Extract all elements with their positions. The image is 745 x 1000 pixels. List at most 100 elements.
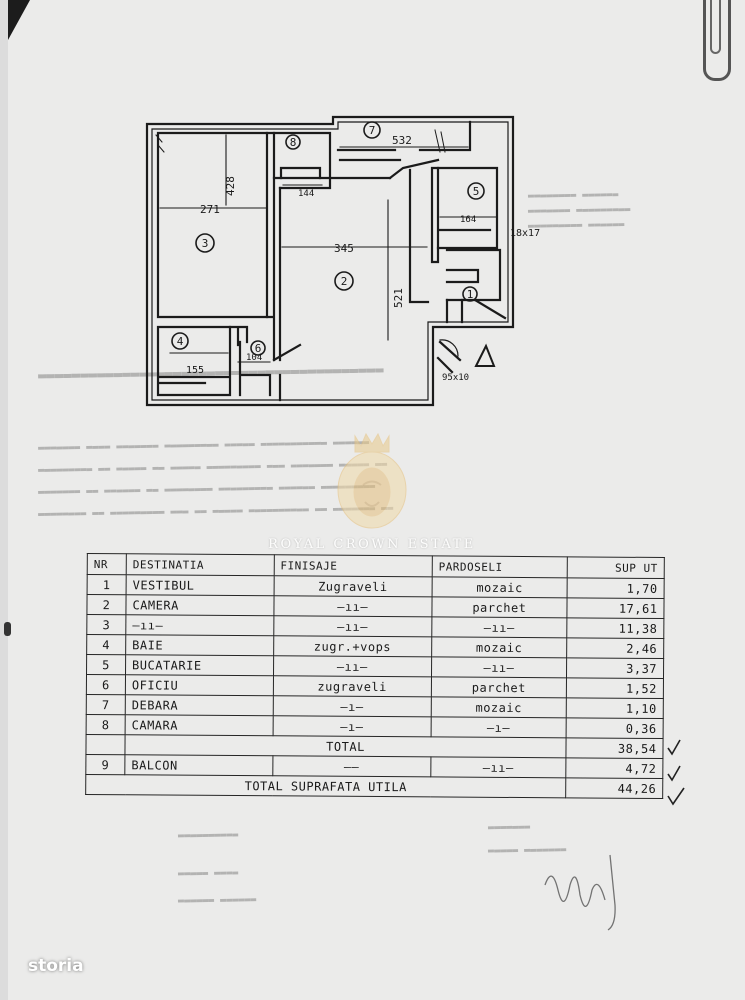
dim-room3-width: 271 (200, 203, 220, 216)
paper-clip (703, 0, 731, 81)
signature (544, 854, 616, 931)
cell-pardoseli: —ıı— (431, 616, 567, 638)
paper-clip-inner (710, 0, 721, 54)
room-number-3: 3 (202, 237, 209, 250)
cell-nr: 9 (85, 754, 125, 775)
cell-nr: 4 (86, 634, 126, 655)
room-number-6: 6 (255, 342, 262, 355)
bleed-through-text: ▬▬▬▬▬ ▬▬▬▬ (177, 867, 239, 880)
room-marker-1 (462, 286, 478, 302)
total-value: 38,54 (565, 737, 664, 759)
storia-logo: storia (28, 956, 84, 976)
check-marks (667, 739, 685, 806)
cell-sup: 2,46 (566, 637, 664, 659)
room-marker-3 (195, 233, 215, 253)
room-number-5: 5 (473, 185, 480, 198)
cell-destinatia: BAIE (125, 634, 274, 656)
bleed-through-text: ▬▬▬▬▬▬ ▬▬▬▬▬▬ (177, 894, 257, 907)
bleed-through-text: ▬▬▬▬▬▬▬ (487, 821, 531, 834)
surface-table: NR DESTINATIA FINISAJE PARDOSELI SUP UT … (85, 553, 665, 799)
room-marker-4 (171, 332, 189, 350)
room-marker-7 (363, 121, 381, 139)
table-total-util-row: TOTAL SUPRAFATA UTILA 44,26 (85, 774, 663, 799)
cell-nr: 5 (86, 654, 126, 675)
cell-sup: 11,38 (566, 617, 664, 639)
room-number-1: 1 (467, 288, 474, 301)
cell-pardoseli: parchet (431, 596, 568, 618)
col-header-sup: SUP UT (567, 556, 665, 579)
dim-room5-width: 164 (460, 215, 476, 225)
check-icon (667, 787, 685, 806)
cell-finisaje: Zugraveli (273, 575, 433, 597)
cell-sup: 17,61 (566, 597, 665, 619)
watermark-lion-logo (337, 432, 407, 529)
dim-room4-width: 155 (186, 365, 204, 376)
cell-finisaje: —ı— (272, 715, 432, 737)
dim-room2-height: 521 (392, 288, 405, 308)
bleed-through-text: ▬▬▬▬▬▬▬ ▬▬ ▬▬▬▬▬▬ ▬▬ ▬▬▬▬▬▬▬▬ ▬▬▬▬▬▬▬▬▬ … (37, 481, 376, 498)
dim-room6-width: 104 (246, 353, 262, 363)
cell-pardoseli: parchet (431, 676, 567, 698)
cell-pardoseli: —ı— (430, 716, 567, 738)
cell-finisaje: —ı— (272, 695, 432, 717)
room-marker-8 (285, 134, 301, 150)
cell-pardoseli: —ıı— (431, 656, 567, 678)
col-header-nr: NR (87, 553, 127, 575)
cell-sup: 1,70 (567, 577, 665, 599)
floor-plan: 3 2 7 8 5 1 4 6 271 428 345 521 532 144 … (145, 115, 540, 407)
cell-finisaje: —— (272, 755, 431, 777)
bleed-through-text: ▬▬▬▬▬▬▬▬▬▬ (177, 829, 239, 842)
check-icon (667, 739, 681, 756)
cell-nr: 2 (86, 594, 127, 615)
cell-finisaje: zugr.+vops (273, 635, 432, 657)
cell-pardoseli: —ıı— (430, 756, 566, 778)
cell-destinatia: BALCON (124, 754, 273, 776)
room-marker-6 (250, 340, 266, 356)
dim-room3-height: 428 (224, 176, 237, 196)
cell-sup: 3,37 (566, 657, 664, 679)
bleed-through-text: ▬▬▬▬▬▬▬ ▬▬▬▬ ▬▬▬▬▬▬▬ ▬▬▬▬▬▬▬▬▬ ▬▬▬▬▬ ▬▬▬… (37, 437, 370, 454)
total-util-value: 44,26 (565, 777, 663, 799)
col-header-finisaje: FINISAJE (273, 554, 433, 577)
room-number-4: 4 (177, 335, 184, 348)
cell-finisaje: —ıı— (273, 595, 432, 617)
total-util-label: TOTAL SUPRAFATA UTILA (85, 774, 566, 798)
room-number-7: 7 (369, 124, 376, 137)
cell-finisaje: —ıı— (273, 615, 432, 637)
cell-nr: 3 (86, 614, 126, 635)
dim-room7-width: 532 (392, 134, 412, 147)
cell-nr: 7 (86, 694, 126, 715)
cell-destinatia: VESTIBUL (126, 574, 274, 596)
cell-pardoseli: mozaic (431, 576, 568, 598)
cell-destinatia: BUCATARIE (125, 654, 274, 676)
cell-pardoseli: mozaic (431, 696, 567, 718)
col-header-destinatia: DESTINATIA (126, 553, 274, 576)
page-corner (8, 0, 30, 40)
cell-destinatia: DEBARA (125, 694, 273, 716)
room-number-2: 2 (341, 275, 348, 288)
cell-finisaje: —ıı— (273, 655, 432, 677)
cell-sup: 0,36 (566, 717, 664, 739)
punch-hole (4, 622, 11, 636)
room-marker-2 (334, 271, 354, 291)
room-marker-5 (467, 182, 485, 200)
dim-entrance: 95x10 (442, 373, 469, 383)
cell-sup: 1,10 (566, 697, 664, 719)
dim-room8-width: 144 (298, 189, 314, 199)
dim-room2-width: 345 (334, 242, 354, 255)
cell-nr: 8 (86, 714, 126, 735)
cell-sup: 4,72 (565, 757, 663, 779)
cell-finisaje: zugraveli (273, 675, 432, 697)
cell-destinatia: OFICIU (125, 674, 274, 696)
dim-duct: 18x17 (510, 228, 540, 239)
cell-destinatia: CAMERA (125, 594, 274, 616)
cell-destinatia: —ıı— (125, 614, 274, 636)
col-header-pardoseli: PARDOSELI (432, 555, 568, 578)
cell-nr: 6 (86, 674, 126, 695)
cell-pardoseli: mozaic (431, 636, 567, 658)
room-number-8: 8 (290, 136, 297, 149)
check-icon (667, 765, 681, 782)
watermark-text: ROYAL CROWN ESTATE (268, 537, 476, 552)
cell-nr: 1 (87, 574, 127, 595)
cell-sup: 1,52 (566, 677, 664, 699)
